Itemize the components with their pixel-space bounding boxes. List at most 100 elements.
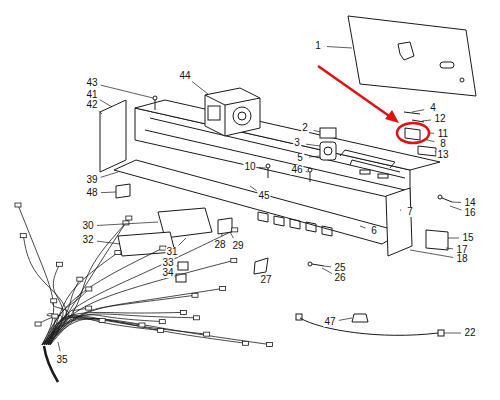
leader-line xyxy=(97,241,120,244)
leader-line xyxy=(360,226,366,228)
callout-number: 4 xyxy=(429,103,437,113)
wire-connector xyxy=(35,322,41,326)
leader-line xyxy=(446,248,453,250)
callout-number: 15 xyxy=(461,233,474,243)
leader-line xyxy=(97,222,158,225)
wire xyxy=(46,260,234,345)
wire-connector xyxy=(192,293,198,297)
leader-line xyxy=(444,333,461,334)
wire-connector xyxy=(15,203,21,207)
callout-number: 45 xyxy=(257,191,270,201)
callout-number: 31 xyxy=(165,247,178,257)
wire-connector xyxy=(231,258,237,262)
wire-connector xyxy=(159,320,165,324)
leader-line xyxy=(314,130,320,132)
callout-number: 2 xyxy=(301,123,309,133)
wire-connector xyxy=(139,323,145,327)
callout-number: 41 xyxy=(85,90,98,100)
callout-number: 33 xyxy=(161,258,174,268)
callout-number: 48 xyxy=(85,188,98,198)
wire xyxy=(44,317,207,345)
callout-number: 27 xyxy=(259,275,272,285)
wire xyxy=(50,230,235,345)
leader-lines xyxy=(58,47,462,352)
callout-number: 22 xyxy=(463,328,476,338)
leader-line xyxy=(230,232,234,238)
callout-number: 47 xyxy=(323,317,336,327)
callout-number: 13 xyxy=(436,150,449,160)
wire-connector xyxy=(99,318,105,322)
callout-number: 5 xyxy=(296,153,304,163)
callout-number: 43 xyxy=(85,78,98,88)
leader-line xyxy=(452,202,461,204)
callout-number: 6 xyxy=(370,226,378,236)
callout-number: 46 xyxy=(290,165,303,175)
callout-number: 16 xyxy=(463,208,476,218)
leader-line xyxy=(101,192,116,194)
wire-connector xyxy=(86,287,92,291)
leader-line xyxy=(324,266,331,268)
callout-number: 12 xyxy=(433,114,446,124)
callout-number: 1 xyxy=(314,41,322,51)
callout-number: 29 xyxy=(231,241,244,251)
wire xyxy=(42,319,269,345)
wire-connector xyxy=(180,310,186,314)
wire-connector xyxy=(51,299,57,303)
callout-number: 44 xyxy=(178,71,191,81)
wire-connector xyxy=(86,306,92,310)
callout-number: 14 xyxy=(463,198,476,208)
wire-connector xyxy=(266,343,272,347)
wire-connector xyxy=(194,316,200,320)
leader-line xyxy=(192,82,208,94)
leader-line xyxy=(100,100,112,107)
leader-line xyxy=(101,85,153,98)
leader-line xyxy=(327,47,352,48)
callout-number: 35 xyxy=(55,355,68,365)
leader-line xyxy=(221,234,222,236)
wire-connector xyxy=(243,341,249,345)
leader-line xyxy=(322,268,332,274)
leader-line xyxy=(259,167,266,168)
leader-line xyxy=(58,342,60,351)
wire-connector xyxy=(20,234,26,238)
leader-line xyxy=(101,172,118,177)
leader-line xyxy=(450,206,462,210)
leader-line xyxy=(448,238,459,239)
back-panel xyxy=(348,16,476,96)
wire xyxy=(50,314,197,345)
wire-connector xyxy=(220,286,226,290)
transformer xyxy=(205,88,260,136)
leader-line xyxy=(175,277,176,278)
leader-line xyxy=(178,238,186,246)
callout-number: 30 xyxy=(81,221,94,231)
wire-connector xyxy=(115,251,121,255)
leader-line xyxy=(99,111,102,114)
callout-number: 25 xyxy=(333,263,346,273)
leader-line xyxy=(261,271,262,272)
wire-connector xyxy=(57,262,63,266)
callout-number: 18 xyxy=(455,254,468,264)
leader-line xyxy=(410,250,453,257)
wire-connector xyxy=(52,314,58,318)
wire-connector xyxy=(232,228,238,232)
callout-number: 42 xyxy=(85,100,98,110)
leader-line xyxy=(400,210,401,211)
callout-number: 3 xyxy=(293,138,301,148)
wire-harness xyxy=(15,203,272,382)
wire xyxy=(46,295,195,345)
wire-connector xyxy=(204,332,210,336)
small-parts xyxy=(116,96,452,322)
leader-line xyxy=(309,156,320,157)
callout-number: 7 xyxy=(406,207,414,217)
wire xyxy=(18,205,54,345)
leader-line xyxy=(412,110,424,112)
wire xyxy=(48,318,246,345)
leader-line xyxy=(250,186,257,191)
leader-line xyxy=(177,265,178,266)
highlight-marks xyxy=(318,66,429,143)
leader-line xyxy=(306,144,320,146)
callout-number: 39 xyxy=(85,175,98,185)
cable-22 xyxy=(296,314,444,336)
